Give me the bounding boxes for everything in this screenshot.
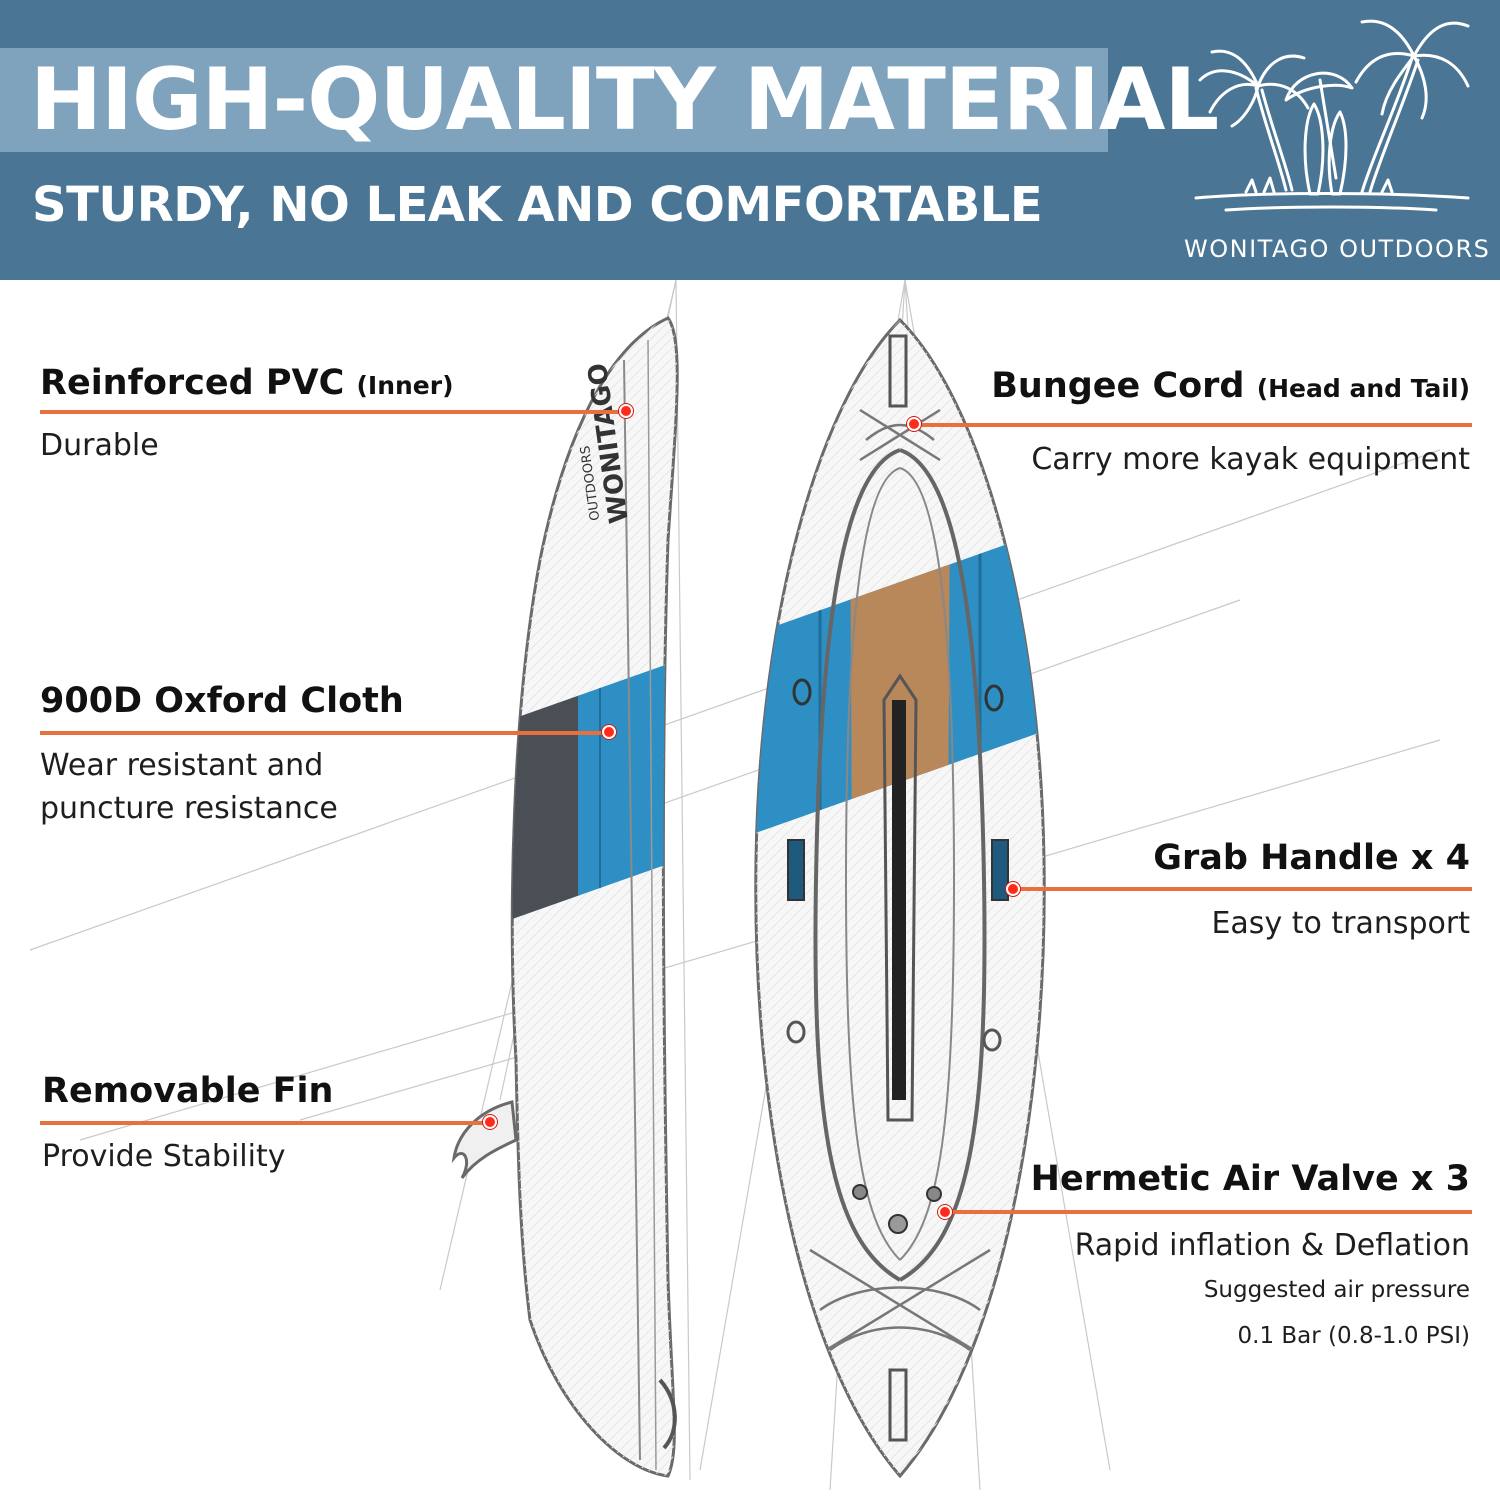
feature-air-valve: Hermetic Air Valve x 3	[1031, 1158, 1470, 1200]
callout-marker	[602, 725, 616, 739]
feature-desc: Rapid inflation & Deflation Suggested ai…	[1075, 1224, 1470, 1359]
feature-title: Grab Handle x 4	[1153, 838, 1470, 878]
callout-marker	[907, 417, 921, 431]
palm-trees-umbrella-icon	[1194, 19, 1470, 212]
fin-shape	[451, 1100, 518, 1179]
callout-marker	[619, 404, 633, 418]
header-banner: HIGH-QUALITY MATERIAL STURDY, NO LEAK AN…	[0, 0, 1500, 280]
feature-desc: Durable	[40, 428, 159, 463]
title-band	[0, 48, 1108, 152]
feature-desc: Provide Stability	[42, 1139, 286, 1174]
callout-line	[914, 423, 1472, 427]
callout-line	[40, 1121, 492, 1125]
callout-line	[40, 410, 628, 414]
air-pressure-value: 0.1 Bar (0.8-1.0 PSI)	[1237, 1323, 1471, 1349]
feature-title: 900D Oxford Cloth	[40, 681, 404, 721]
feature-desc: Easy to transport	[1211, 906, 1470, 941]
feature-grab-handle: Grab Handle x 4	[1153, 837, 1470, 879]
feature-title: Removable Fin	[42, 1071, 334, 1111]
callout-marker	[1006, 882, 1020, 896]
callout-line	[40, 731, 612, 735]
feature-title-note: (Inner)	[356, 371, 454, 400]
feature-title-note: (Head and Tail)	[1256, 374, 1470, 403]
feature-title: Hermetic Air Valve x 3	[1030, 1159, 1470, 1199]
feature-title: Reinforced PVC	[40, 363, 345, 403]
brand-name: WONITAGO OUTDOORS	[1184, 235, 1491, 263]
feature-desc: Wear resistant and puncture resistance	[40, 748, 338, 826]
feature-bungee-cord: Bungee Cord (Head and Tail)	[991, 365, 1470, 410]
feature-desc: Carry more kayak equipment	[1031, 442, 1470, 477]
callout-marker	[483, 1115, 497, 1129]
feature-title: Bungee Cord	[991, 366, 1245, 406]
callout-line	[944, 1210, 1472, 1214]
feature-oxford-cloth: 900D Oxford Cloth	[40, 680, 404, 722]
kayak-side-view: WONITAGO OUTDOORS	[451, 316, 679, 1478]
callout-line	[1012, 887, 1472, 891]
kayak-illustration: WONITAGO OUTDOORS	[29, 280, 1441, 1491]
callout-marker	[938, 1205, 952, 1219]
feature-removable-fin: Removable Fin	[42, 1070, 333, 1112]
page-title: HIGH-QUALITY MATERIAL	[30, 50, 1219, 150]
feature-reinforced-pvc: Reinforced PVC (Inner)	[40, 362, 454, 407]
page-subtitle: STURDY, NO LEAK AND COMFORTABLE	[32, 177, 1043, 233]
air-pressure-label: Suggested air pressure	[1203, 1277, 1470, 1303]
